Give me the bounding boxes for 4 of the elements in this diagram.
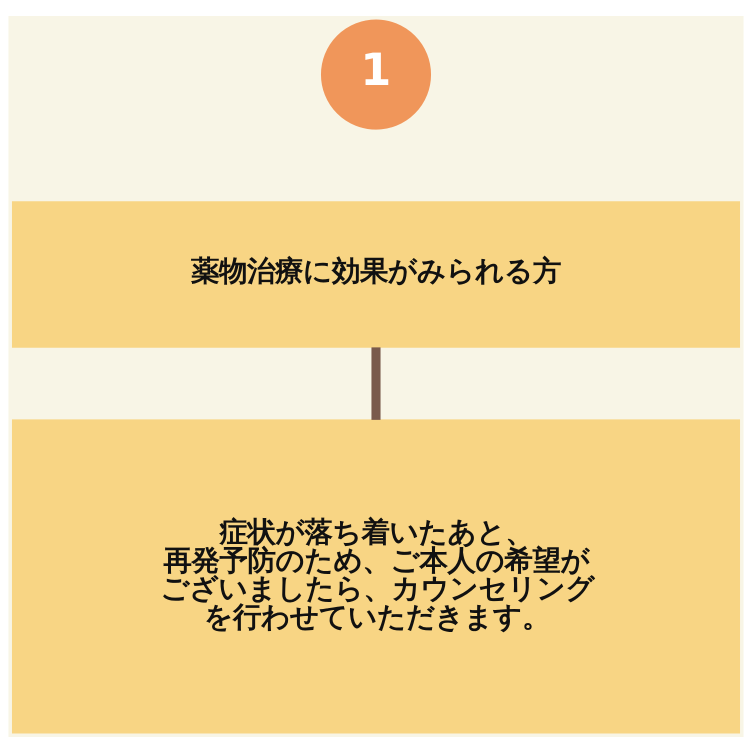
node-box: 薬物治療に効果がみられる方: [12, 200, 740, 348]
connector: [371, 346, 381, 420]
node-circle: 1: [320, 19, 432, 130]
node-box: 症状が落ち着いたあと、再発予防のため、ご本人の希望がございましたら、カウンセリングを行わせていただきます。: [12, 418, 740, 733]
